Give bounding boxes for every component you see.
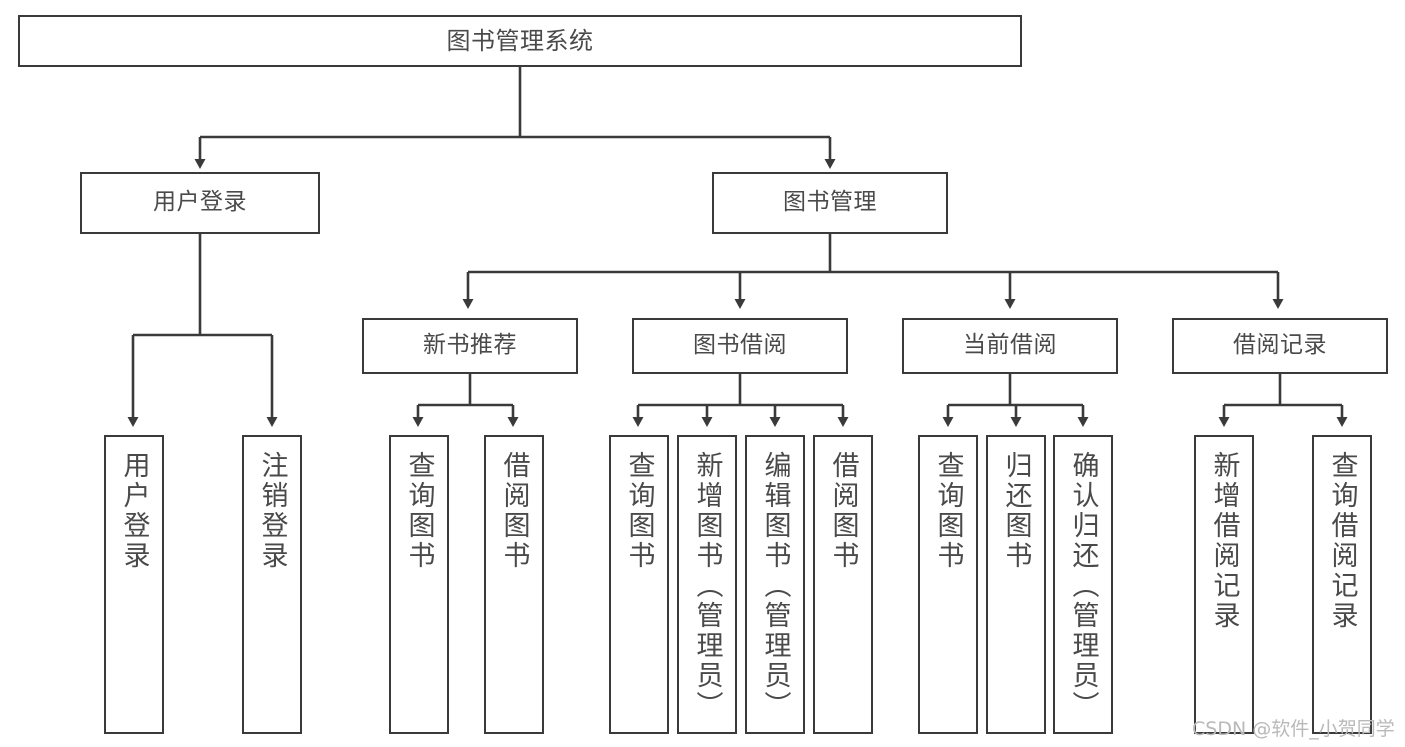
node-label: 查询图书 bbox=[403, 451, 435, 571]
node-label: 借阅图书 bbox=[827, 451, 859, 571]
node-label: 新增图书（管理员） bbox=[691, 451, 723, 721]
leaf-logout[interactable]: 注销登录 bbox=[242, 435, 302, 734]
node-label: 注销登录 bbox=[256, 451, 288, 571]
node-label: 当前借阅 bbox=[963, 332, 1057, 359]
node-label: 用户登录 bbox=[118, 451, 150, 571]
leaf-query-book-recommend[interactable]: 查询图书 bbox=[389, 435, 449, 734]
leaf-add-book-admin[interactable]: 新增图书（管理员） bbox=[677, 435, 737, 734]
node-label: 查询图书 bbox=[932, 451, 964, 571]
node-label: 查询图书 bbox=[623, 451, 655, 571]
node-book-management[interactable]: 图书管理 bbox=[712, 172, 948, 234]
node-label: 用户登录 bbox=[153, 189, 247, 216]
node-label: 新书推荐 bbox=[423, 332, 517, 359]
node-book-borrow[interactable]: 图书借阅 bbox=[632, 318, 848, 374]
leaf-return-book[interactable]: 归还图书 bbox=[986, 435, 1046, 734]
leaf-edit-book-admin[interactable]: 编辑图书（管理员） bbox=[745, 435, 805, 734]
node-label: 图书管理 bbox=[783, 189, 877, 216]
node-label: 图书管理系统 bbox=[446, 26, 594, 55]
node-label: 查询借阅记录 bbox=[1326, 451, 1358, 631]
leaf-borrow-book-recommend[interactable]: 借阅图书 bbox=[484, 435, 544, 734]
leaf-add-borrow-record[interactable]: 新增借阅记录 bbox=[1194, 435, 1254, 734]
node-borrow-record[interactable]: 借阅记录 bbox=[1172, 318, 1388, 374]
node-label: 借阅图书 bbox=[498, 451, 530, 571]
leaf-query-book-current[interactable]: 查询图书 bbox=[918, 435, 978, 734]
leaf-query-borrow-record[interactable]: 查询借阅记录 bbox=[1312, 435, 1372, 734]
leaf-confirm-return-admin[interactable]: 确认归还（管理员） bbox=[1053, 435, 1113, 734]
csdn-watermark: CSDN @软件_小贺同学 bbox=[1192, 718, 1395, 740]
node-label: 图书借阅 bbox=[693, 332, 787, 359]
node-label: 归还图书 bbox=[1000, 451, 1032, 571]
node-label: 新增借阅记录 bbox=[1208, 451, 1240, 631]
node-label: 借阅记录 bbox=[1233, 332, 1327, 359]
node-user-login[interactable]: 用户登录 bbox=[80, 172, 320, 234]
node-label: 编辑图书（管理员） bbox=[759, 451, 791, 721]
node-current-borrow[interactable]: 当前借阅 bbox=[902, 318, 1118, 374]
node-label: 确认归还（管理员） bbox=[1067, 451, 1099, 721]
leaf-user-login[interactable]: 用户登录 bbox=[104, 435, 164, 734]
node-root-book-management-system[interactable]: 图书管理系统 bbox=[18, 15, 1022, 67]
node-new-book-recommend[interactable]: 新书推荐 bbox=[362, 318, 578, 374]
leaf-query-book-borrow[interactable]: 查询图书 bbox=[609, 435, 669, 734]
leaf-borrow-book[interactable]: 借阅图书 bbox=[813, 435, 873, 734]
